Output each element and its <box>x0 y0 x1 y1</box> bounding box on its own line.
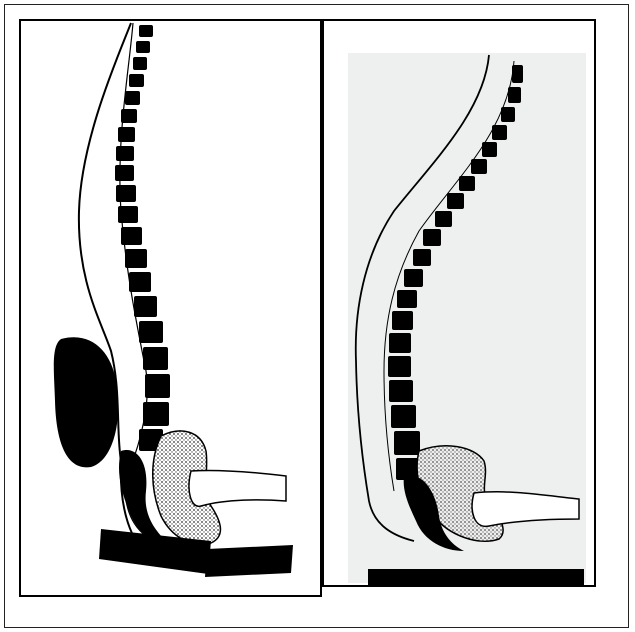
right-panel <box>322 19 596 587</box>
left-spine-drawing <box>21 21 320 595</box>
vertebrae <box>115 25 170 451</box>
base-block-right <box>205 545 293 577</box>
left-panel <box>19 19 322 597</box>
femur <box>189 470 286 506</box>
base-bar <box>368 569 584 585</box>
mass <box>54 337 118 467</box>
right-spine-drawing <box>324 21 594 585</box>
